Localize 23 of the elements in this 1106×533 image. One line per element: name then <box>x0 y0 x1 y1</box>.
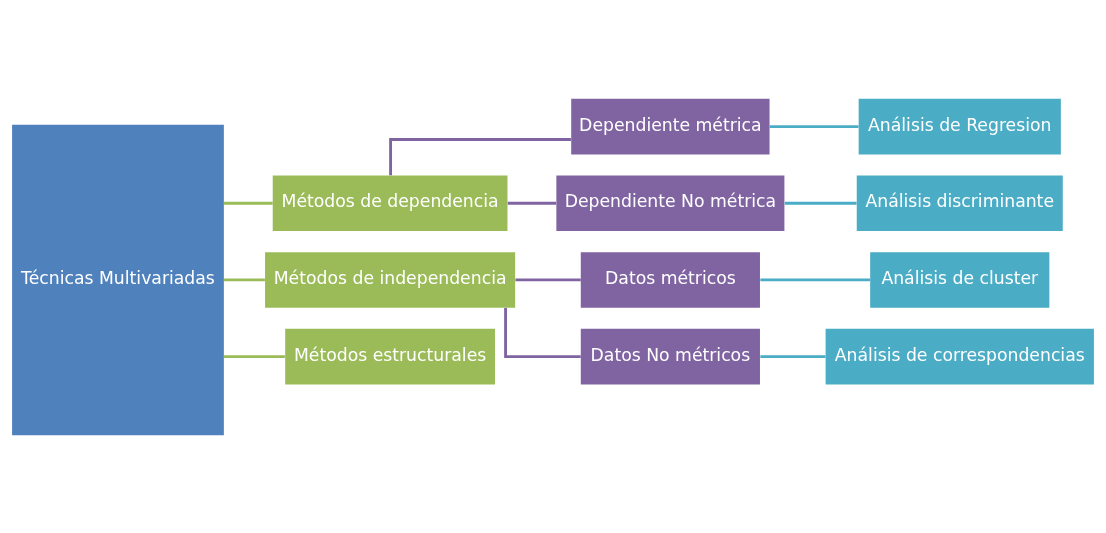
node-box: Análisis discriminante <box>856 175 1063 231</box>
connector <box>760 278 871 281</box>
node-box: Dependiente métrica <box>571 98 770 154</box>
node-box: Técnicas Multivariadas <box>12 124 224 435</box>
node-box: Datos No métricos <box>580 328 760 384</box>
connector <box>223 278 265 281</box>
connector <box>504 307 581 358</box>
node-box: Métodos de dependencia <box>272 175 508 231</box>
node-box: Dependiente No métrica <box>556 175 785 231</box>
connector <box>769 124 859 128</box>
connector <box>389 137 571 175</box>
connector <box>784 201 857 205</box>
node-box: Análisis de cluster <box>870 251 1050 308</box>
node-box: Análisis de correspondencias <box>825 328 1094 384</box>
connector <box>515 278 581 281</box>
node-box: Datos métricos <box>580 251 760 308</box>
node-box: Análisis de Regresion <box>858 98 1061 154</box>
connector <box>507 201 557 205</box>
node-box: Métodos estructurales <box>285 328 496 384</box>
node-box: Métodos de independencia <box>265 251 516 308</box>
connector <box>223 354 285 358</box>
connector <box>223 201 273 205</box>
connector <box>760 354 826 358</box>
